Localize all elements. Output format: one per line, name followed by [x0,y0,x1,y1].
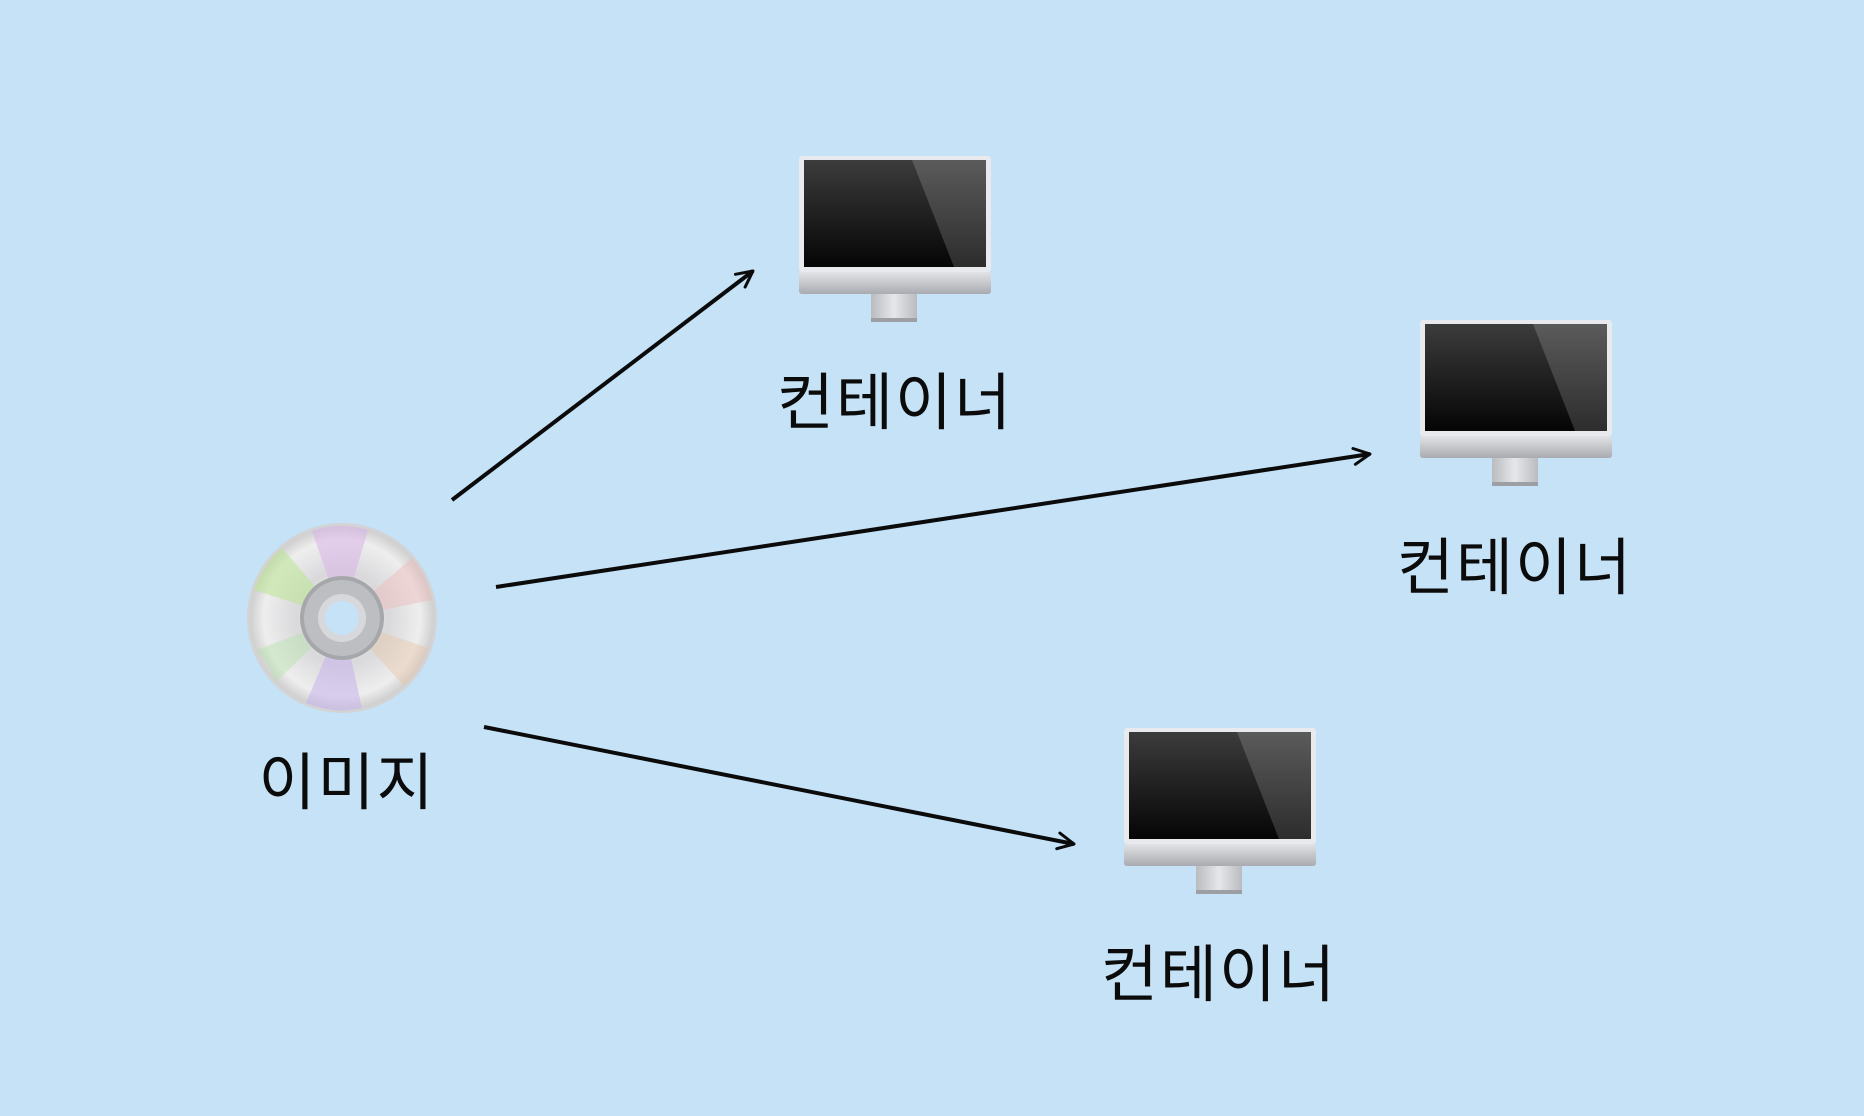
arrow-to-container-3 [483,725,1076,851]
arrow-to-container-2 [495,446,1372,589]
container-node-label-2: 컨테이너 [1396,531,1634,604]
container-node-label-1: 컨테이너 [776,366,1014,439]
image-node-label: 이미지 [258,746,436,819]
container-node-label-3: 컨테이너 [1100,938,1338,1011]
arrow-to-container-1 [450,269,755,502]
disc-icon [247,523,437,713]
